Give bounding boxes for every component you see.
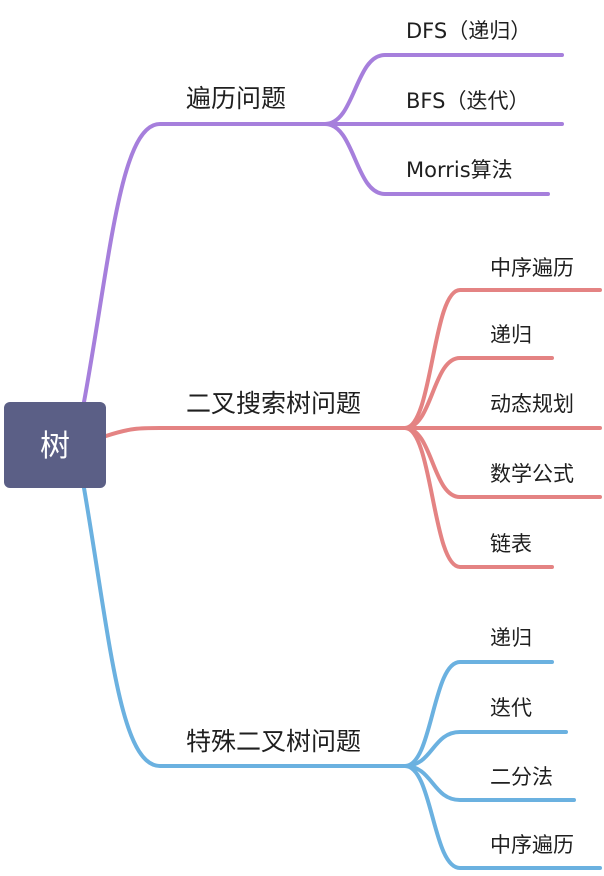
connector-branch-leaf [323, 122, 550, 196]
leaf-label[interactable]: DFS（递归） [406, 19, 531, 43]
leaf-label[interactable]: BFS（迭代） [406, 89, 529, 113]
leaf-label[interactable]: 二分法 [490, 765, 553, 789]
connector-root-branch [82, 122, 327, 404]
leaf-label[interactable]: 中序遍历 [490, 256, 574, 280]
branch-label-traversal[interactable]: 遍历问题 [186, 84, 286, 113]
branch-label-special[interactable]: 特殊二叉树问题 [186, 727, 361, 756]
leaf-label[interactable]: 迭代 [490, 696, 532, 720]
branch-label-bst[interactable]: 二叉搜索树问题 [186, 389, 361, 418]
connector-branch-leaf [403, 660, 554, 768]
leaf-label[interactable]: 数学公式 [490, 462, 574, 486]
leaf-label[interactable]: 递归 [490, 323, 532, 347]
leaf-label[interactable]: 递归 [490, 626, 532, 650]
connector-branch-leaf [323, 53, 564, 126]
connector-branch-leaf [403, 764, 602, 870]
connector-branch-leaf [403, 356, 554, 430]
root-node-box[interactable] [4, 402, 106, 488]
connector-branch-leaf [403, 288, 602, 430]
root-node-label: 树 [40, 429, 70, 464]
edges [82, 53, 602, 870]
connector-branch-leaf [403, 426, 554, 569]
leaf-label[interactable]: 链表 [490, 532, 532, 556]
connector-branch-leaf [403, 730, 568, 768]
root-node[interactable]: 树 [4, 402, 106, 488]
leaf-label[interactable]: 动态规划 [490, 392, 574, 416]
leaf-label[interactable]: 中序遍历 [490, 833, 574, 857]
connector-root-branch [104, 426, 407, 438]
connector-root-branch [82, 486, 407, 768]
leaf-label[interactable]: Morris算法 [406, 158, 513, 182]
